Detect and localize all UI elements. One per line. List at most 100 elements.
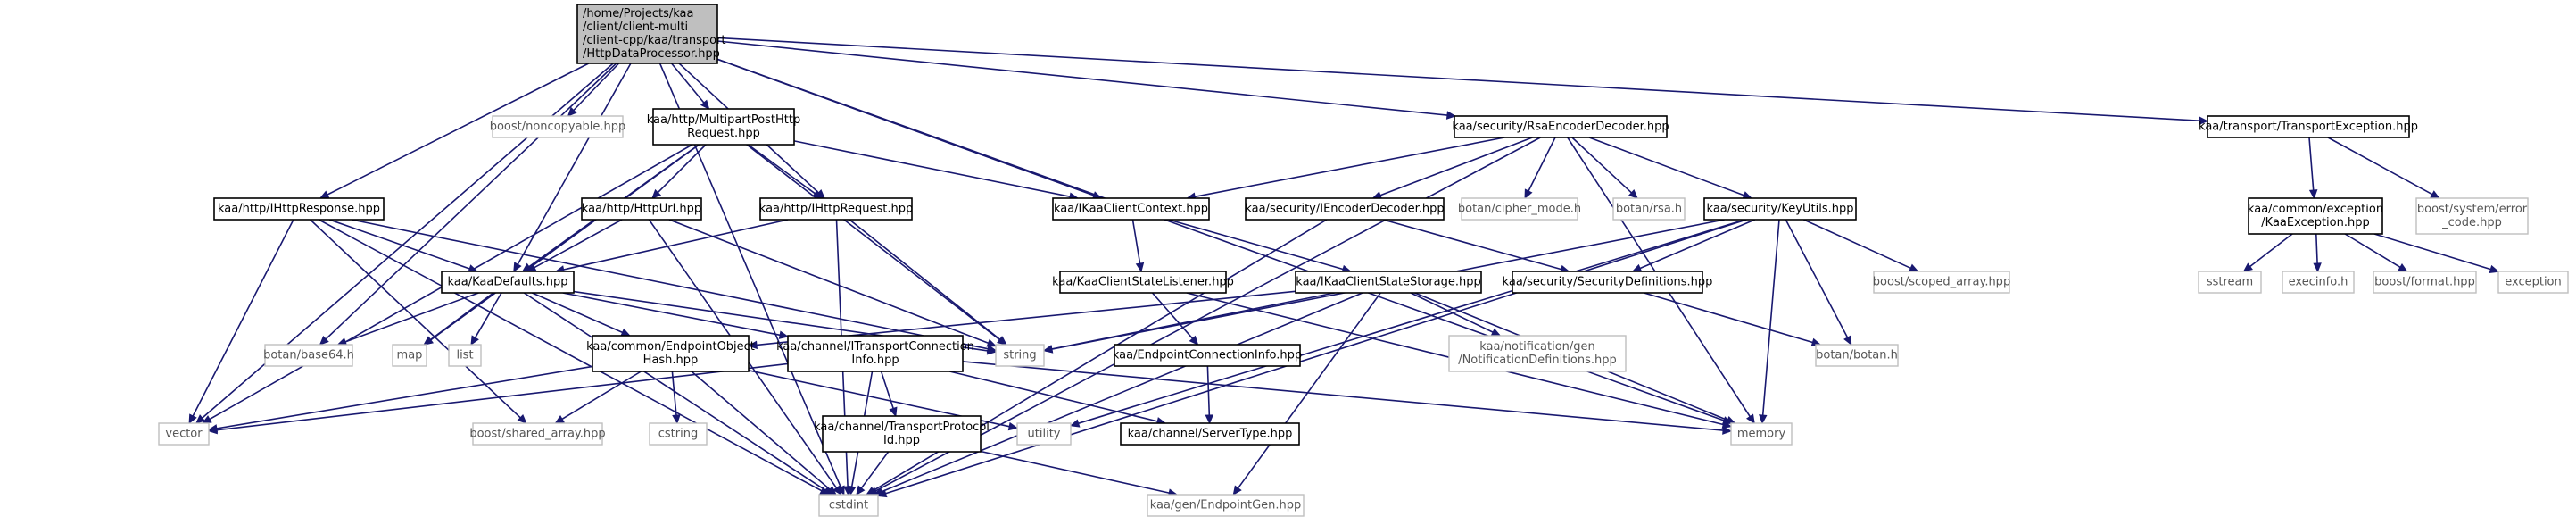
node-label-line: boost/format.hpp	[2374, 276, 2475, 289]
arrowhead-icon	[1631, 263, 1643, 272]
node-label-line: Request.hpp	[687, 127, 760, 140]
node-label-line: botan/cipher_mode.h	[1458, 203, 1581, 216]
edge-kaaexc-to-exception	[2373, 233, 2500, 273]
edge-multipart-to-ihttpreq	[747, 144, 823, 199]
node-box	[392, 344, 427, 367]
node-label-line: kaa/channel/ServerType.hpp	[1128, 428, 1293, 441]
arrowhead-icon	[832, 485, 842, 496]
node-box	[1448, 335, 1627, 372]
node-ihttpreq[interactable]: kaa/http/IHttpRequest.hpp	[759, 197, 913, 221]
edge-ihttpreq-to-kaadefaults	[554, 219, 789, 274]
node-label-line: kaa/KaaClientStateListener.hpp	[1052, 276, 1234, 289]
edge-rsaenc-to-iencdec	[1371, 137, 1533, 200]
node-list: list	[448, 344, 482, 367]
edge-ihttpresp-to-sharedarray	[310, 219, 527, 424]
node-statelistener[interactable]: kaa/KaaClientStateListener.hpp	[1052, 271, 1234, 294]
node-label-line: kaa/channel/ITransportConnection	[776, 340, 974, 354]
node-httpurl[interactable]: kaa/http/HttpUrl.hpp	[581, 197, 702, 221]
node-box	[1873, 271, 2010, 294]
edge-itransconn-to-memory	[962, 361, 1733, 435]
node-label-line: /HttpDataProcessor.hpp	[583, 47, 720, 61]
edge-line	[2373, 233, 2491, 271]
edge-kaadefaults-to-cstdint	[523, 292, 833, 496]
edge-kaaexc-to-sstream	[2242, 233, 2293, 272]
arrowhead-icon	[470, 335, 479, 346]
edge-line	[1803, 219, 1911, 270]
nodes-layer: /home/Projects/kaa/client/client-multi/c…	[158, 4, 2569, 517]
node-label-line: kaa/http/HttpUrl.hpp	[582, 203, 701, 216]
edge-endpointhash-to-cstdint	[691, 371, 837, 496]
node-box	[822, 415, 982, 453]
node-label-line: list	[456, 349, 473, 362]
node-statestorage[interactable]: kaa/IKaaClientStateStorage.hpp	[1295, 271, 1482, 294]
node-cstdint: cstdint	[818, 494, 879, 517]
edge-multipart-to-map	[423, 144, 700, 346]
arrowhead-icon	[554, 414, 565, 424]
node-secdefs[interactable]: kaa/security/SecurityDefinitions.hpp	[1503, 271, 1713, 294]
node-kaaexc[interactable]: kaa/common/exception/KaaException.hpp	[2248, 197, 2383, 235]
node-transexc[interactable]: kaa/transport/TransportException.hpp	[2199, 115, 2418, 138]
node-label-line: Id.hpp	[883, 434, 920, 447]
arrowhead-icon	[986, 338, 998, 347]
edge-line	[949, 371, 1158, 422]
node-rsaenc[interactable]: kaa/security/RsaEncoderDecoder.hpp	[1452, 115, 1669, 138]
edge-root-to-base64	[319, 62, 617, 346]
node-label-line: /KaaException.hpp	[2261, 216, 2369, 229]
node-base64: botan/base64.h	[263, 344, 354, 367]
edge-line	[429, 292, 494, 341]
node-execinfo: execinfo.h	[2282, 271, 2355, 294]
node-servertype[interactable]: kaa/channel/ServerType.hpp	[1120, 422, 1300, 446]
node-ihttpresp[interactable]: kaa/http/IHttpResponse.hpp	[213, 197, 385, 221]
node-label-line: kaa/channel/TransportProtocol	[814, 421, 990, 434]
edge-line	[2308, 137, 2315, 191]
node-box	[649, 422, 708, 446]
edge-endpointhash-to-vector	[207, 365, 593, 433]
edge-line	[746, 144, 1000, 341]
edge-line	[716, 40, 1447, 116]
node-box	[1016, 422, 1072, 446]
edge-line	[318, 219, 823, 492]
node-box	[1730, 422, 1793, 446]
edge-itransconn-to-servertype	[949, 371, 1167, 426]
node-root[interactable]: /home/Projects/kaa/client/client-multi/c…	[576, 4, 726, 64]
edge-line	[716, 37, 2200, 121]
node-endpointconn[interactable]: kaa/EndpointConnectionInfo.hpp	[1113, 344, 1302, 367]
arrowhead-icon	[319, 335, 329, 346]
edge-keyutils-to-memory	[1759, 219, 1780, 425]
edge-line	[474, 292, 502, 338]
node-keyutils[interactable]: kaa/security/KeyUtils.hpp	[1703, 197, 1857, 221]
node-notifdefs: kaa/notification/gen/NotificationDefinit…	[1448, 335, 1627, 372]
arrowhead-icon	[889, 406, 898, 418]
node-label-line: kaa/gen/EndpointGen.hpp	[1150, 499, 1302, 512]
arrowhead-icon	[1628, 188, 1639, 199]
edge-rsaenc-to-keyutils	[1588, 137, 1753, 200]
edge-transproto-to-endpointgen	[980, 450, 1179, 497]
edge-line	[561, 371, 642, 420]
node-box	[213, 197, 385, 221]
node-label-line: botan/rsa.h	[1616, 203, 1682, 216]
node-ciphermode: botan/cipher_mode.h	[1458, 197, 1581, 221]
arrowhead-icon	[2430, 190, 2440, 199]
edge-line	[1588, 137, 1744, 196]
edge-line	[671, 371, 677, 416]
node-box	[2248, 197, 2383, 235]
arrowhead-icon	[1490, 328, 1502, 337]
edge-line	[882, 292, 1363, 493]
edge-line	[2249, 233, 2293, 268]
arrowhead-icon	[778, 330, 790, 339]
edge-ihttpresp-to-kaadefaults	[328, 219, 478, 273]
node-iencdec[interactable]: kaa/security/IEncoderDecoder.hpp	[1245, 197, 1445, 221]
edge-root-to-multipart	[670, 62, 710, 110]
arrowhead-icon	[1524, 188, 1533, 200]
node-kaadefaults[interactable]: kaa/KaaDefaults.hpp	[441, 271, 575, 294]
edge-line	[885, 219, 1747, 495]
node-box	[2207, 115, 2410, 138]
arrowhead-icon	[1722, 426, 1733, 435]
node-vector: vector	[158, 422, 210, 446]
node-ikaactx[interactable]: kaa/IKaaClientContext.hpp	[1052, 197, 1210, 221]
node-label-line: sstream	[2207, 276, 2253, 289]
